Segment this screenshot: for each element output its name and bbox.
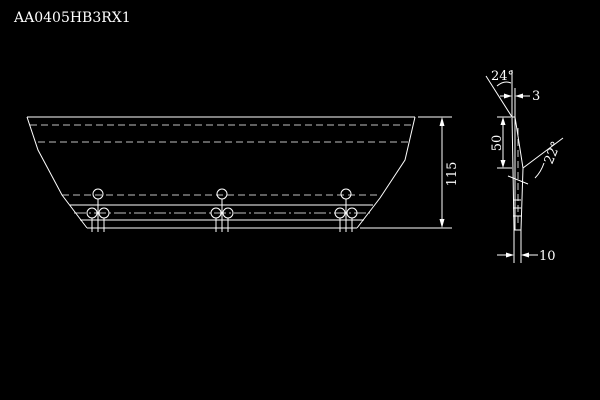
angle-leader (485, 75, 513, 118)
hole-upper (340, 188, 352, 200)
hole-group-1 (86, 188, 110, 232)
angle-leader (507, 175, 529, 185)
dimension-depth: 50 (490, 116, 512, 169)
arrowhead (500, 117, 506, 125)
arrowhead (439, 219, 445, 228)
dimension-angle-side: 22° (507, 137, 565, 185)
hole-upper (92, 188, 104, 200)
arrowhead (506, 252, 514, 258)
arrowhead (504, 93, 512, 99)
arrowhead (500, 160, 506, 168)
drawing-title: AA0405HB3RX1 (13, 10, 131, 26)
hole-group-3 (334, 188, 358, 232)
angle-arc (496, 81, 512, 87)
dimension-label-height: 115 (445, 162, 460, 187)
dimension-label-width-top: 3 (532, 89, 540, 104)
dimension-angle-top: 24° (485, 69, 514, 118)
dimension-width-top: 3 (500, 88, 540, 117)
dimension-label-thickness: 10 (539, 249, 556, 264)
dimension-thickness: 10 (497, 230, 556, 264)
dimension-label-depth: 50 (490, 135, 505, 152)
blade-left-edge (26, 116, 88, 229)
blade-right-edge (356, 116, 416, 229)
hole-upper (216, 188, 228, 200)
side-view: 24° 3 50 22° (485, 69, 565, 264)
angle-leader (522, 137, 564, 169)
profile-outline (511, 116, 524, 231)
dimension-height: 115 (360, 116, 460, 229)
arrowhead (521, 252, 529, 258)
arrowhead (515, 93, 523, 99)
front-view: 115 (26, 116, 460, 232)
angle-arc (534, 162, 545, 179)
hole-group-2 (210, 188, 234, 232)
arrowhead (439, 117, 445, 126)
dimension-label-angle-top: 24° (491, 69, 514, 84)
dimension-label-angle-side: 22° (542, 140, 565, 167)
